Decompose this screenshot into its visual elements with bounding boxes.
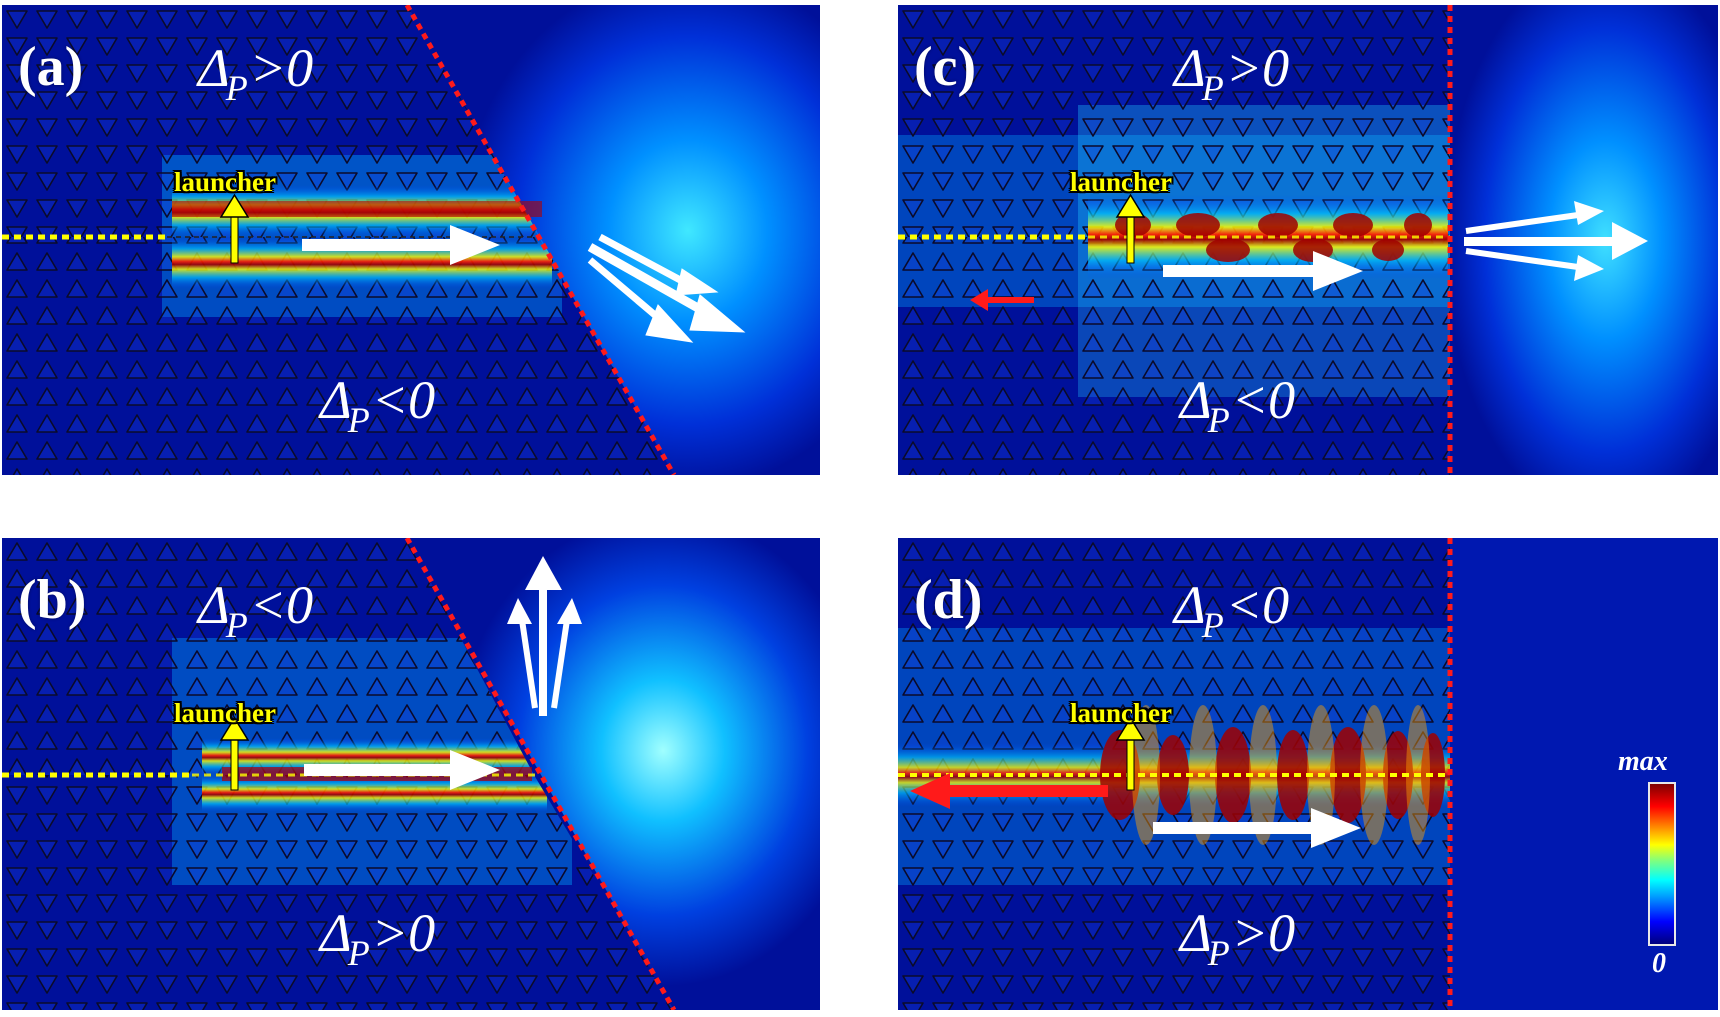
region-label-top: ΔP<0: [1174, 575, 1290, 643]
region-label-bottom: ΔP>0: [320, 903, 436, 971]
subscript: P: [225, 605, 248, 645]
launcher-label: launcher: [1070, 167, 1173, 197]
relation: <0: [1225, 575, 1290, 635]
field-map-d: [898, 538, 1718, 1010]
subscript: P: [347, 400, 370, 440]
relation: >0: [249, 38, 314, 98]
relation: >0: [371, 903, 436, 963]
reflected-arrow: [910, 773, 1108, 809]
region-label-bottom: ΔP<0: [1180, 370, 1296, 438]
outgoing-beam-arrows: [1464, 201, 1648, 281]
outgoing-beam-arrows: [507, 556, 582, 716]
delta-symbol: Δ: [1180, 370, 1212, 430]
field-map-b: [2, 538, 820, 1010]
relation: <0: [249, 575, 314, 635]
delta-symbol: Δ: [198, 38, 230, 98]
panel-label: (a): [18, 36, 84, 98]
colorbar: [1648, 782, 1676, 946]
panel-b: (b) ΔP<0 ΔP>0 launcher: [2, 538, 820, 1010]
field-map-c: [898, 5, 1718, 475]
interface-line: [404, 5, 677, 475]
launcher-arrow: [1115, 716, 1146, 791]
colorbar-max-label: max: [1618, 746, 1668, 777]
launcher-label: launcher: [1070, 698, 1173, 728]
launcher-arrow: [1115, 193, 1146, 264]
relation: >0: [1225, 38, 1290, 98]
subscript: P: [1201, 68, 1224, 108]
region-label-bottom: ΔP<0: [320, 370, 436, 438]
delta-symbol: Δ: [1174, 575, 1206, 635]
subscript: P: [1207, 400, 1230, 440]
propagation-arrow: [302, 225, 500, 265]
panel-d: (d) ΔP<0 ΔP>0 launcher max 0: [898, 538, 1718, 1010]
launcher-arrow: [219, 193, 250, 264]
panel-a: (a) ΔP>0 ΔP<0 launcher: [2, 5, 820, 475]
panel-c: (c) ΔP>0 ΔP<0 launcher: [898, 5, 1718, 475]
propagation-arrow: [1153, 808, 1361, 848]
region-label-top: ΔP>0: [198, 38, 314, 106]
panel-label: (c): [914, 36, 977, 98]
launcher-label: launcher: [174, 167, 277, 197]
delta-symbol: Δ: [320, 370, 352, 430]
launcher-label: launcher: [174, 698, 277, 728]
panel-label: (b): [18, 569, 87, 631]
delta-symbol: Δ: [320, 903, 352, 963]
subscript: P: [347, 933, 370, 973]
propagation-arrow: [1163, 251, 1363, 291]
delta-symbol: Δ: [1174, 38, 1206, 98]
relation: >0: [1231, 903, 1296, 963]
reflected-arrow: [970, 289, 1034, 311]
panel-label: (d): [914, 569, 983, 631]
subscript: P: [225, 68, 248, 108]
delta-symbol: Δ: [198, 575, 230, 635]
relation: <0: [371, 370, 436, 430]
launcher-arrow: [219, 716, 250, 791]
propagation-arrow: [304, 750, 500, 790]
subscript: P: [1201, 605, 1224, 645]
colorbar-min-label: 0: [1652, 948, 1666, 979]
interface-line: [404, 538, 677, 1010]
region-label-bottom: ΔP>0: [1180, 903, 1296, 971]
subscript: P: [1207, 933, 1230, 973]
field-map-a: [2, 5, 820, 475]
region-label-top: ΔP>0: [1174, 38, 1290, 106]
outgoing-beam-arrows: [587, 233, 746, 343]
region-label-top: ΔP<0: [198, 575, 314, 643]
relation: <0: [1231, 370, 1296, 430]
delta-symbol: Δ: [1180, 903, 1212, 963]
